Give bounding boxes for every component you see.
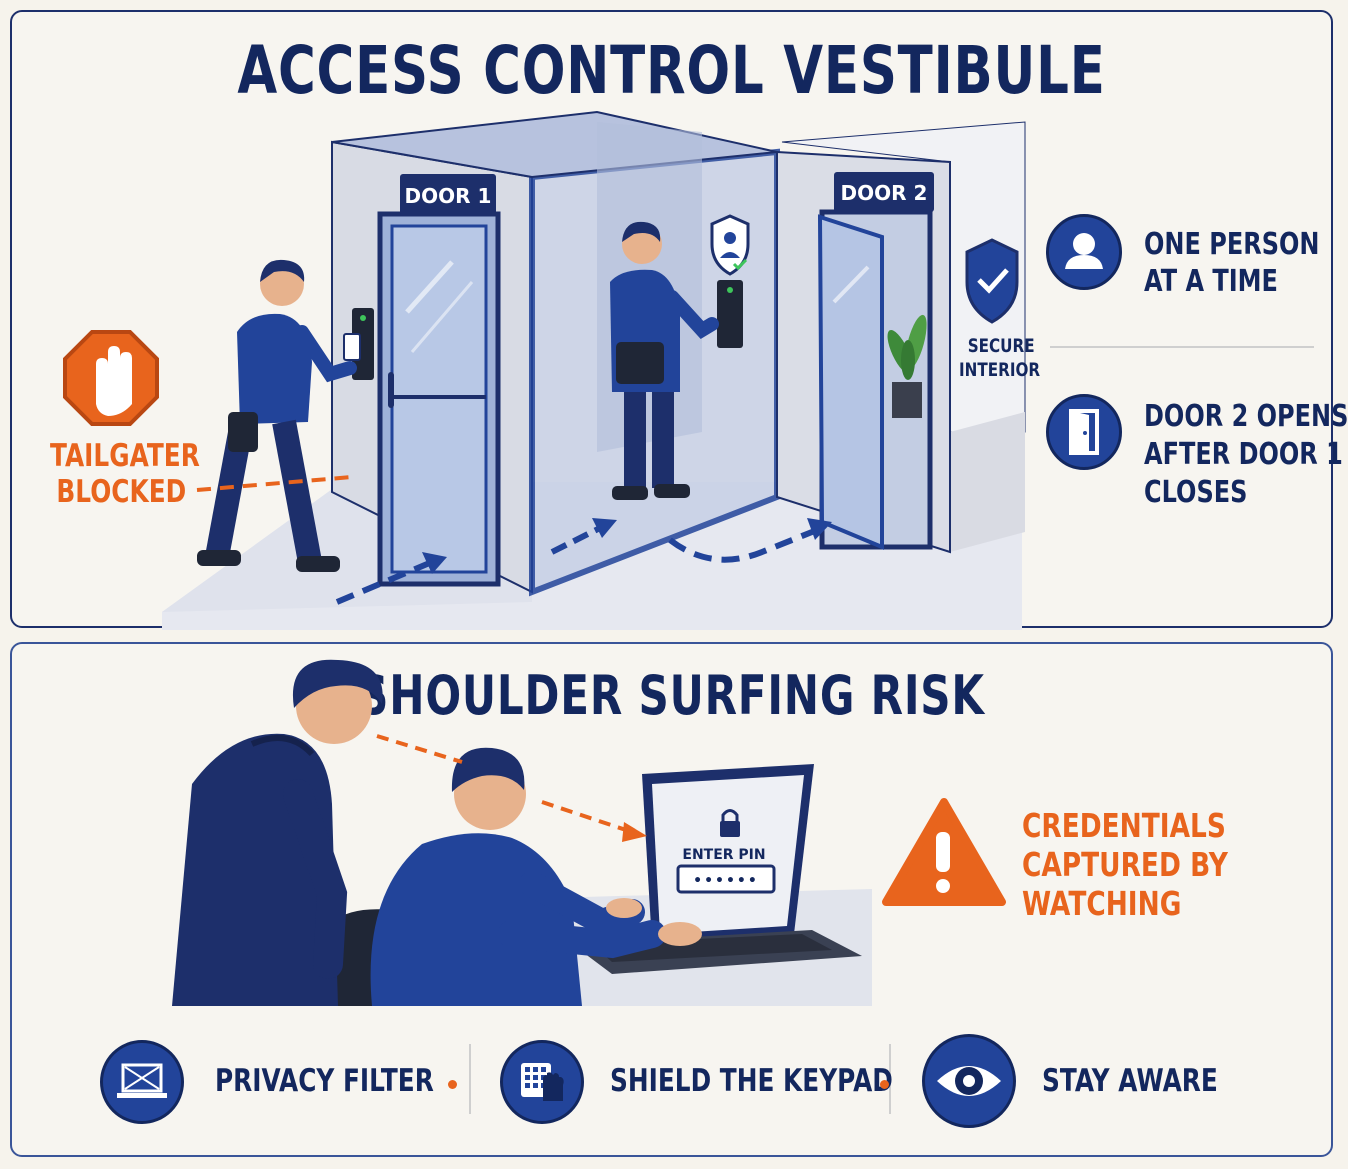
entry-path-arrow [335,559,434,605]
access-control-panel: ACCESS CONTROL VESTIBULE DOOR 1 [10,10,1348,630]
vestibule-title: ACCESS CONTROL VESTIBULE [237,32,1106,109]
warning-line-1: CREDENTIALS [1022,806,1226,845]
privacy-filter-icon [117,1063,167,1098]
pin-mask: •••••• [693,873,759,889]
secure-interior-label: SECURE INTERIOR [959,334,1040,382]
pin-input [676,864,776,894]
gaze-line-2 [541,800,633,834]
one-person-line-2: AT A TIME [1144,264,1278,299]
identity-verified-icon [710,214,750,276]
tailgater-line-2: BLOCKED [56,474,187,510]
door-sequence-line-3: CLOSES [1144,475,1248,510]
tip-dot-2 [880,1080,889,1089]
door-sequence-feature-icon-circle [1046,394,1122,470]
tip-dot-1 [448,1080,457,1089]
door-2-sign [834,172,934,212]
shoulder-surfing-illustration: ENTER PIN •••••• [172,659,1006,1114]
vestibule-illustration: DOOR 1 DOOR 2 [63,110,1026,630]
shield-keypad-tip-circle [500,1040,584,1124]
door-1-sign [400,174,496,216]
door-sequence-feature-text: DOOR 2 OPENS AFTER DOOR 1 CLOSES [1144,398,1348,512]
secure-line-1: SECURE [967,335,1035,357]
person-icon [1065,233,1103,269]
credentials-warning-text: CREDENTIALS CAPTURED BY WATCHING [1022,806,1228,923]
keypad-shield-icon [521,1063,564,1101]
badge-reader-1 [352,308,374,380]
chamber-path-arrow [550,524,604,555]
door-icon [1069,409,1099,455]
tailgater-person [197,259,361,572]
one-person-feature-text: ONE PERSON AT A TIME [1144,226,1319,300]
tailgater-line-1: TAILGATER [50,438,200,474]
authorized-person [610,221,719,500]
eye-icon [937,1066,1001,1096]
privacy-filter-tip-circle [100,1040,184,1124]
one-person-feature-icon-circle [1046,214,1122,290]
door-2-label: DOOR 2 [841,181,928,205]
shoulder-surfing-panel: SHOULDER SURFING RISK ENTER PIN •••••• [10,642,1333,1157]
one-person-line-1: ONE PERSON [1144,227,1320,262]
stay-aware-label: STAY AWARE [1042,1063,1218,1099]
onlooker [172,659,383,1006]
enter-pin-label: ENTER PIN [682,847,765,863]
tailgater-block-line [196,475,353,492]
gaze-line-1 [376,734,463,764]
shoulder-surfing-title: SHOULDER SURFING RISK [358,664,985,727]
stay-aware-tip-circle [922,1034,1016,1128]
door-sequence-line-1: DOOR 2 OPENS [1144,399,1348,434]
tailgater-blocked-label: TAILGATER BLOCKED [50,438,200,510]
warning-icon [882,798,1006,906]
shield-keypad-label: SHIELD THE KEYPAD [610,1063,893,1099]
secure-line-2: INTERIOR [959,359,1041,381]
warning-line-2: CAPTURED BY [1022,845,1228,884]
potted-plant-icon [887,314,927,418]
seated-user [370,747,702,1006]
privacy-filter-label: PRIVACY FILTER [215,1063,434,1099]
lock-icon [720,809,740,837]
exit-path-arrow [668,527,819,563]
stop-hand-icon [63,330,159,426]
door-sequence-line-2: AFTER DOOR 1 [1144,437,1343,472]
secure-shield-icon [965,238,1019,324]
door-1-label: DOOR 1 [405,184,492,208]
badge-reader-2 [717,280,743,348]
feature-divider [1050,346,1314,348]
warning-line-3: WATCHING [1022,884,1182,923]
